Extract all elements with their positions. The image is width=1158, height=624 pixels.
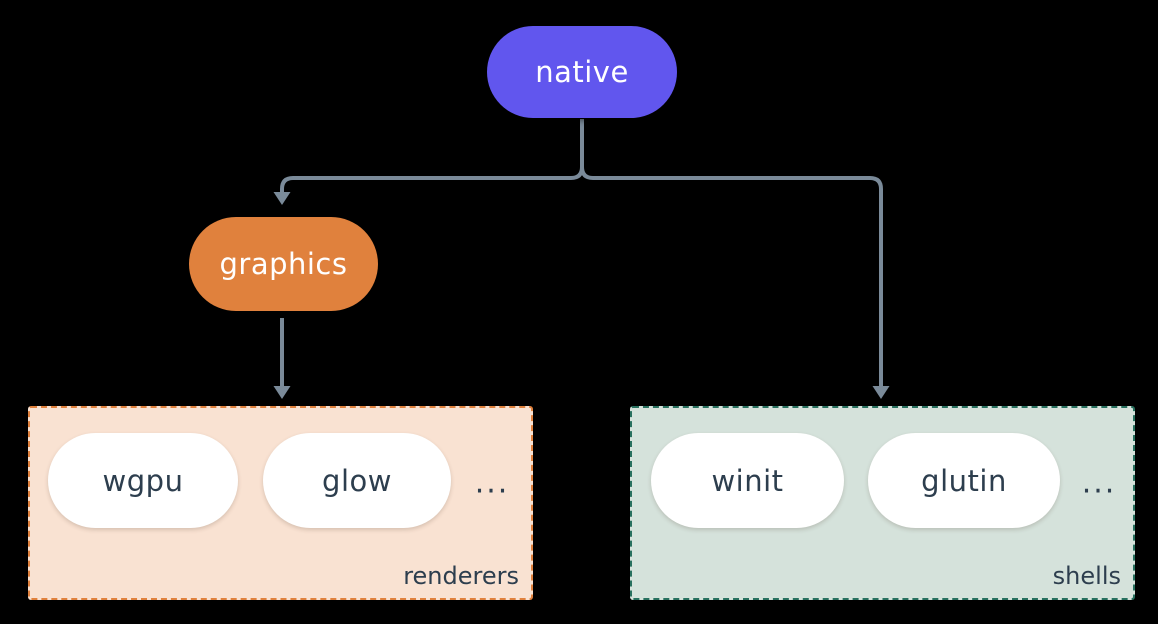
node-wgpu-label: wgpu: [102, 463, 184, 498]
node-winit: winit: [651, 433, 844, 528]
group-renderers-label: renderers: [403, 562, 519, 590]
arrowhead-down-icon: [872, 386, 890, 399]
node-native: native: [487, 26, 677, 118]
connector-native-to-shells: [580, 119, 883, 386]
node-glutin: glutin: [868, 433, 1060, 528]
node-winit-label: winit: [711, 463, 784, 498]
node-graphics: graphics: [189, 217, 378, 311]
arrowhead-down-icon: [273, 386, 291, 399]
node-glow-label: glow: [322, 463, 392, 498]
renderers-ellipsis: ...: [474, 465, 510, 501]
node-glow: glow: [263, 433, 451, 528]
shells-ellipsis: ...: [1081, 465, 1117, 501]
node-wgpu: wgpu: [48, 433, 238, 528]
node-native-label: native: [535, 55, 629, 89]
connector-native-to-graphics: [280, 119, 584, 192]
arrowhead-down-icon: [273, 192, 291, 205]
node-graphics-label: graphics: [219, 247, 348, 281]
node-glutin-label: glutin: [921, 463, 1007, 498]
group-shells-label: shells: [1052, 562, 1121, 590]
